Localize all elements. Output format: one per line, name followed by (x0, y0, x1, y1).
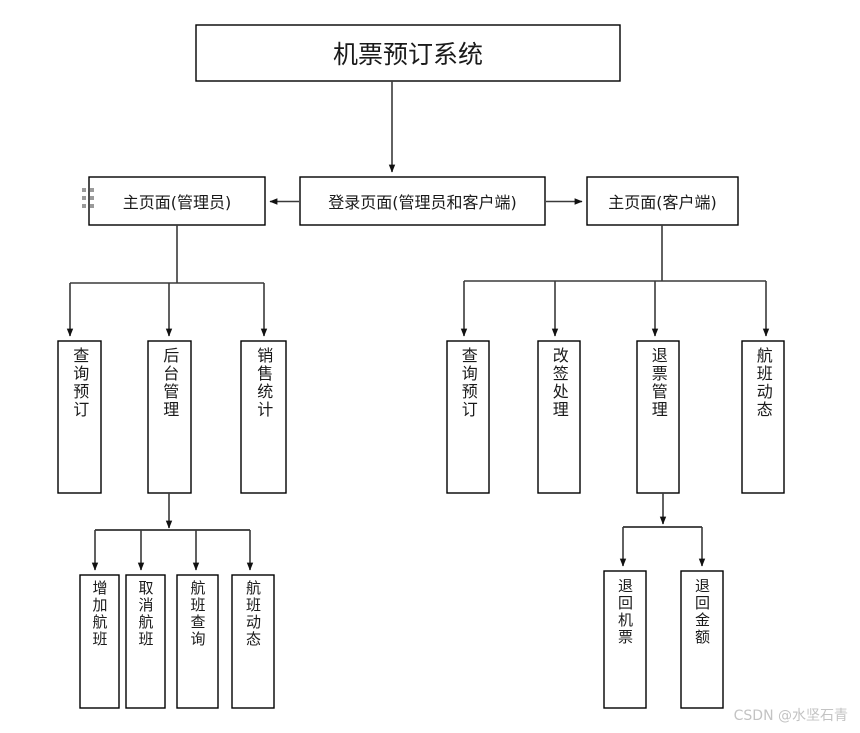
node-box-flight-status-client[interactable] (741, 340, 785, 494)
drag-handle-dots-icon[interactable] (82, 188, 94, 214)
node-box-add-flight[interactable] (79, 574, 120, 709)
node-box-client-query-booking[interactable] (446, 340, 490, 494)
node-box-login-page[interactable] (299, 176, 546, 226)
node-box-rebooking-process[interactable] (537, 340, 581, 494)
handle-dot (82, 204, 86, 208)
node-box-flight-status-admin[interactable] (231, 574, 275, 709)
handle-dot (82, 196, 86, 200)
node-box-admin-backend-manage[interactable] (147, 340, 192, 494)
watermark-text: CSDN @水坚石青 (733, 708, 848, 724)
handle-dot (90, 188, 94, 192)
node-box-refund-amount[interactable] (680, 570, 724, 709)
node-box-flight-query[interactable] (176, 574, 219, 709)
node-box-client-home[interactable] (586, 176, 739, 226)
handle-dot (82, 188, 86, 192)
node-box-admin-sales-stats[interactable] (240, 340, 287, 494)
handle-dot (90, 196, 94, 200)
node-box-admin-home[interactable] (88, 176, 266, 226)
node-box-title[interactable] (195, 24, 621, 82)
node-box-refund-manage[interactable] (636, 340, 680, 494)
node-box-return-ticket[interactable] (603, 570, 647, 709)
node-box-admin-query-booking[interactable] (57, 340, 102, 494)
handle-dot (90, 204, 94, 208)
node-box-cancel-flight[interactable] (125, 574, 166, 709)
